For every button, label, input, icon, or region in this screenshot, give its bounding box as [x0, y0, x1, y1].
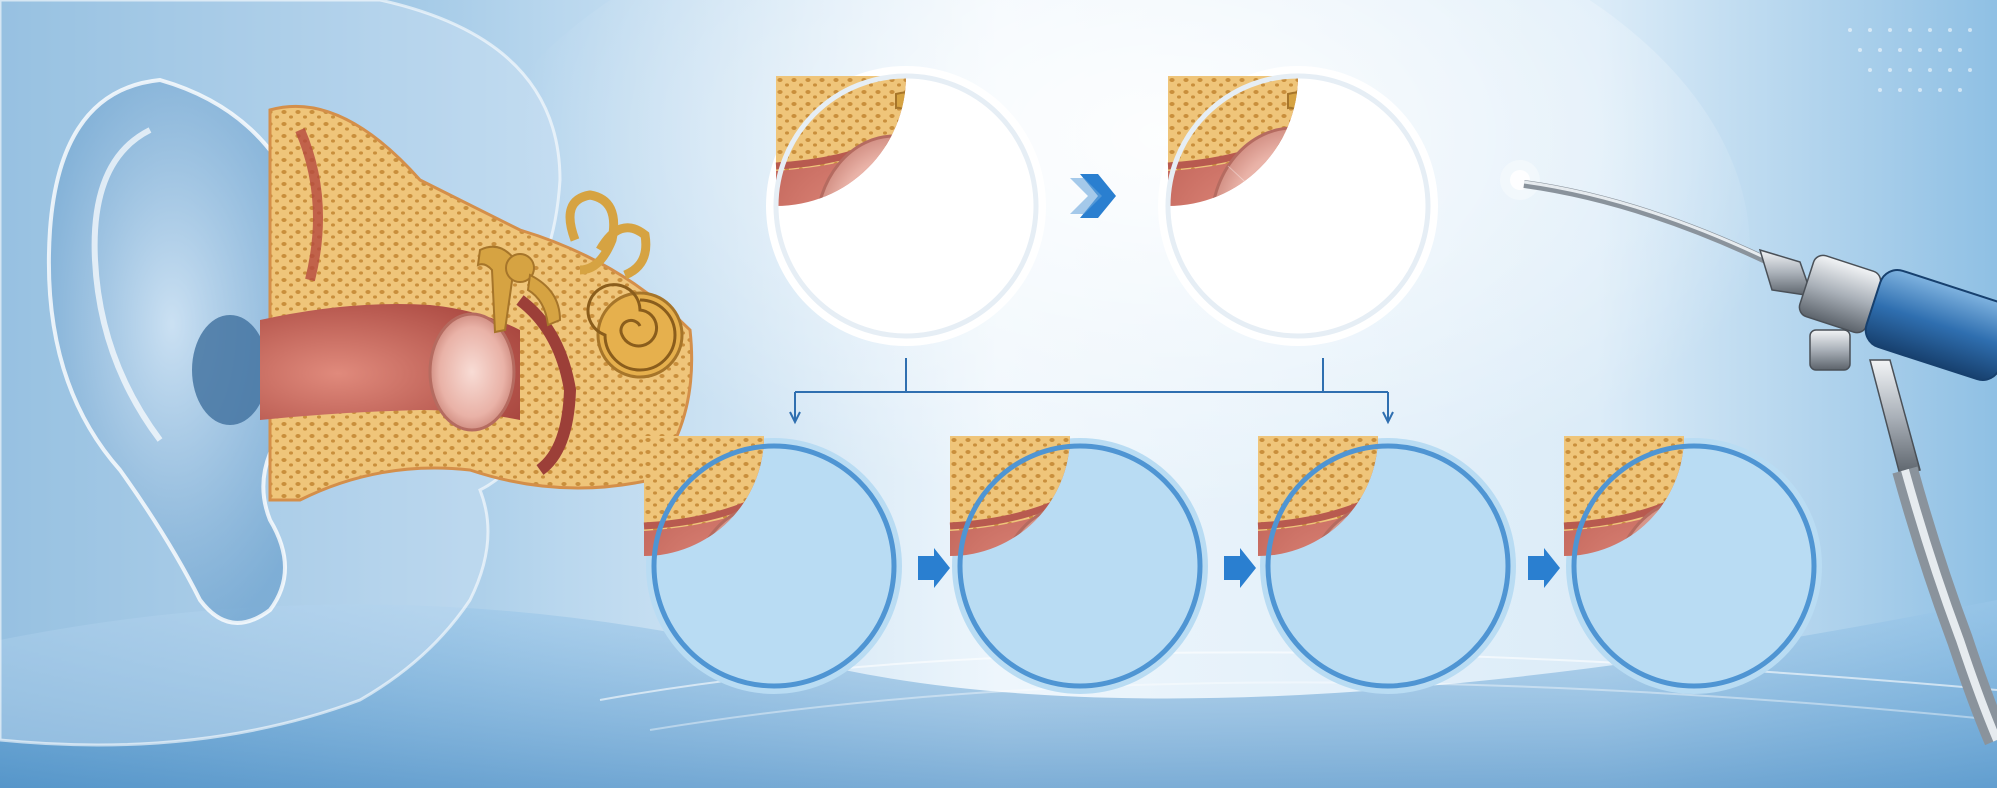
ossicles	[476, 245, 562, 334]
connector-bracket	[789, 358, 1394, 425]
arrow-right-icon	[1528, 548, 1560, 588]
panel-step-1	[644, 436, 902, 694]
dot-pattern	[1848, 28, 1972, 92]
ear-anatomy-cross-section	[260, 104, 694, 502]
arrow-right-icon	[1070, 174, 1116, 218]
ear-icon	[46, 77, 324, 625]
arrow-right-icon	[918, 548, 950, 588]
arrow-right-icon	[1224, 548, 1256, 588]
background-wave	[0, 600, 1997, 788]
panel-step-4	[1564, 436, 1822, 694]
panel-summary-before	[766, 66, 1046, 346]
cochlea	[565, 190, 684, 379]
panel-step-3	[1258, 436, 1516, 694]
endoscope-icon	[1500, 160, 1997, 746]
background-wave-line	[649, 681, 1997, 731]
eardrum	[428, 312, 516, 432]
panel-step-2	[950, 436, 1208, 694]
panel-summary-after	[1158, 66, 1438, 346]
